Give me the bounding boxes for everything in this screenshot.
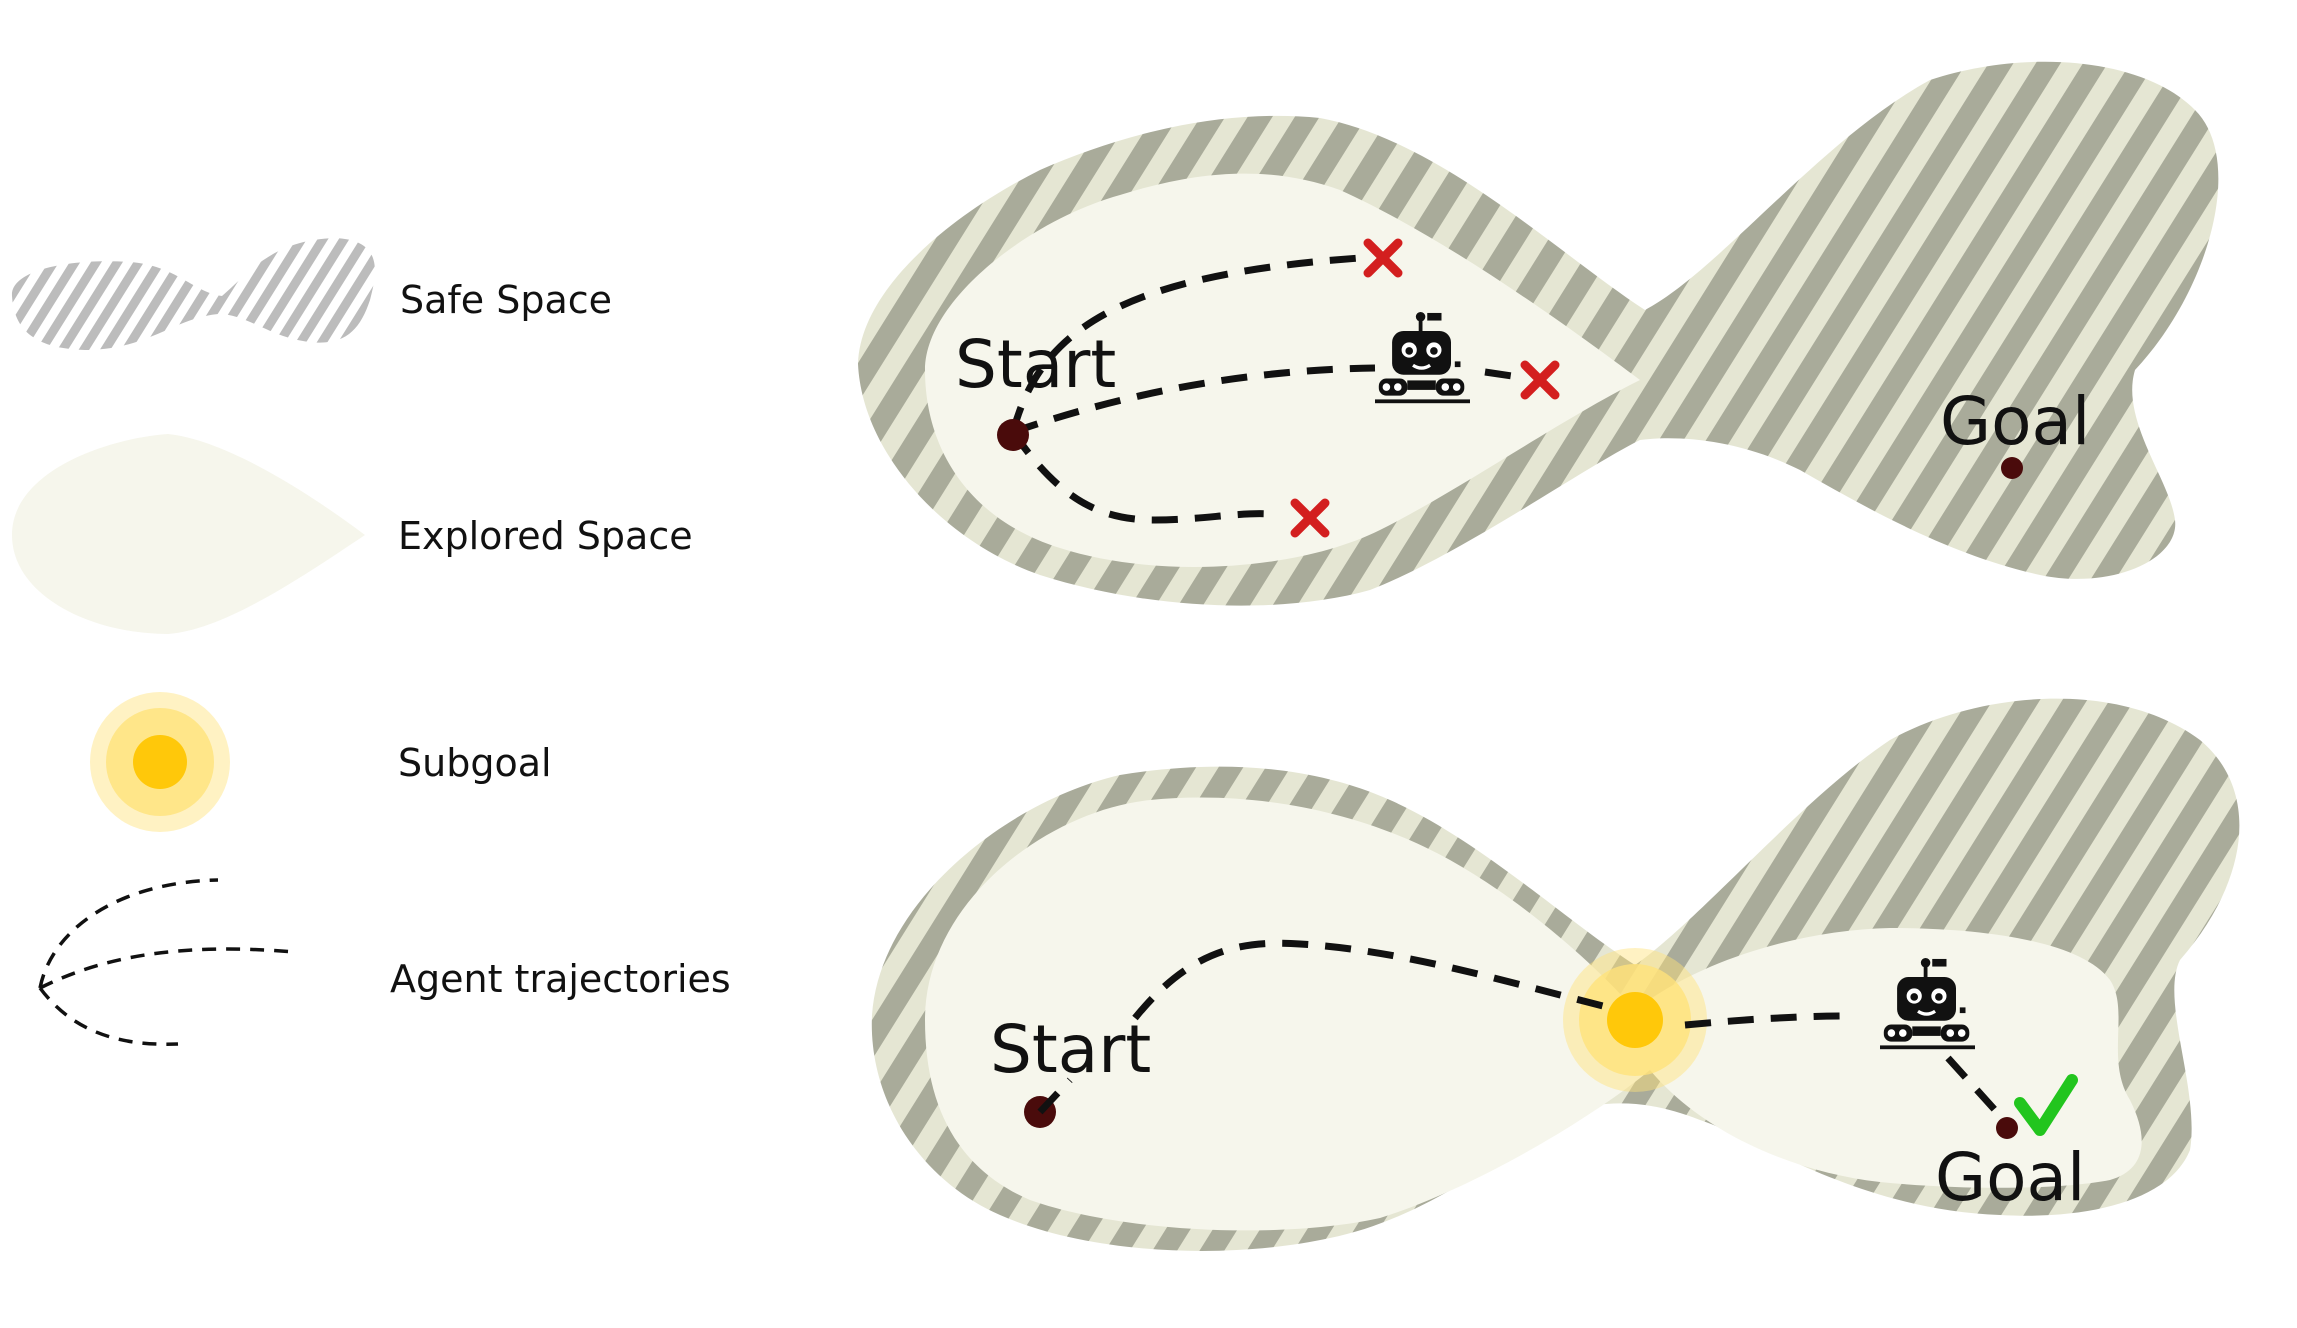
goal-point: [1996, 1117, 2018, 1139]
trajectory-swatch-lower: [38, 986, 179, 1046]
trajectory-start-segment: [1037, 1077, 1073, 1115]
safe-space-swatch: [11, 238, 375, 350]
start-point: [997, 419, 1029, 451]
cross-icon: [1520, 360, 1560, 400]
trajectory-swatch-middle: [39, 947, 296, 990]
subgoal-label: Subgoal: [398, 741, 552, 785]
check-icon: [2014, 1074, 2078, 1136]
legend-explored-space: Explored Space: [12, 434, 693, 634]
trajectory-robot-to-goal: [1945, 1055, 1998, 1113]
bottom-panel: Start Goal: [871, 698, 2240, 1251]
trajectory-middle-continued: [1484, 368, 1513, 380]
start-label: Start: [990, 1011, 1151, 1088]
goal-label: Goal: [1940, 383, 2090, 460]
legend: Safe Space Explored Space Subgoal Agent …: [11, 238, 731, 1046]
subgoal-swatch-core: [133, 735, 187, 789]
goal-point: [2001, 457, 2023, 479]
trajectory-start-to-subgoal: [1132, 939, 1604, 1021]
trajectory-swatch-upper: [38, 878, 219, 989]
cross-icon: [1290, 498, 1330, 538]
goal-label: Goal: [1935, 1139, 2085, 1216]
agent-trajectories-label: Agent trajectories: [390, 957, 731, 1001]
top-panel: Start Goal: [858, 61, 2219, 606]
explored-space-region: [925, 797, 2142, 1231]
trajectory-middle: [1011, 364, 1376, 436]
safe-space-label: Safe Space: [400, 278, 612, 322]
start-label: Start: [955, 326, 1116, 403]
legend-trajectories: Agent trajectories: [38, 878, 731, 1046]
explored-space-swatch: [12, 434, 365, 634]
legend-safe-space: Safe Space: [11, 238, 612, 350]
trajectory-subgoal-to-robot: [1684, 1012, 1853, 1029]
cross-icon: [1363, 238, 1403, 278]
trajectory-lower: [1010, 430, 1271, 524]
subgoal-marker: [1607, 992, 1663, 1048]
explored-space-label: Explored Space: [398, 514, 693, 558]
legend-subgoal: Subgoal: [90, 692, 552, 832]
